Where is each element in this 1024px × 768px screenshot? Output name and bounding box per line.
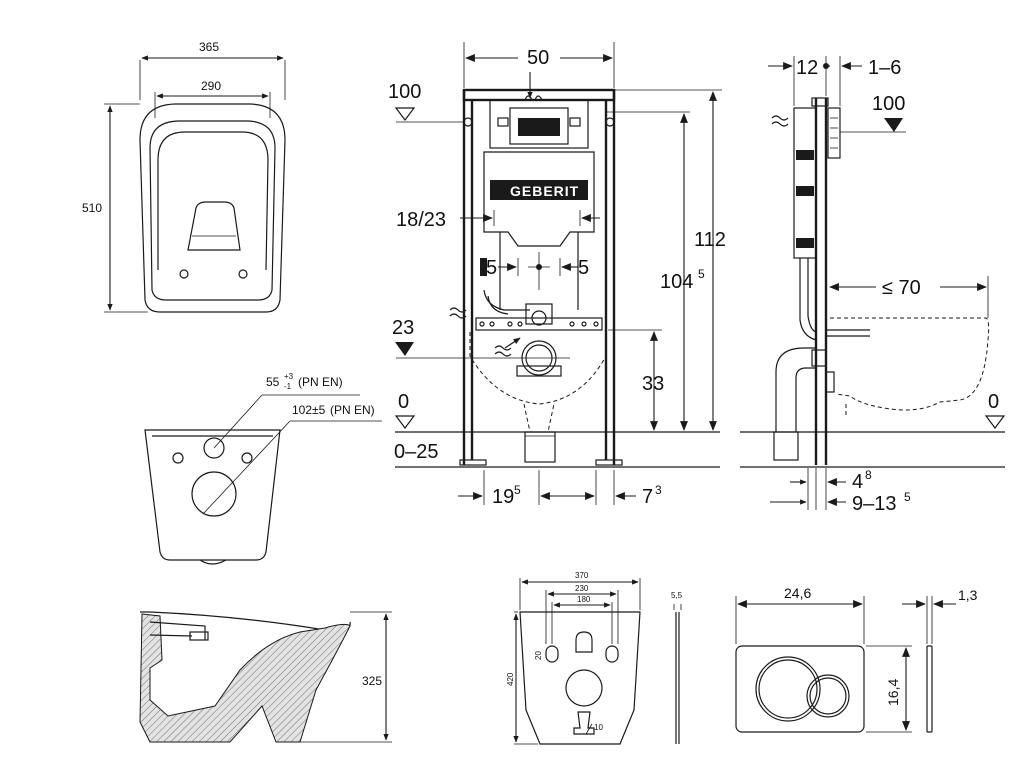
dim-side-height: 325 — [362, 674, 382, 688]
level-inlet-23: 23 — [392, 317, 414, 339]
dim-plate-thickness: 1,3 — [958, 587, 978, 603]
dim-side-offset-b-sup: 5 — [904, 490, 911, 504]
dim-top-width-inner: 290 — [201, 79, 221, 93]
dim-height-total: 112 — [694, 229, 726, 251]
dim-bottom-right-sup: 3 — [655, 483, 662, 497]
geberit-logo-text: GEBERIT — [510, 183, 579, 199]
dim-floor-range: 0–25 — [394, 441, 439, 463]
dim-height-main-sup: 5 — [698, 267, 705, 281]
level-side-top-100: 100 — [872, 93, 905, 115]
dim-height-main: 104 — [660, 271, 693, 293]
dim-frame-width: 50 — [527, 47, 549, 69]
dim-side-depth: 12 — [796, 57, 818, 79]
dim-mat-height: 420 — [506, 672, 515, 686]
dim-mat-hole-b: 10 — [594, 723, 603, 732]
dim-plate-height: 16,4 — [885, 679, 901, 706]
dim-outlet-large-std: (PN EN) — [330, 403, 375, 417]
level-floor-0: 0 — [398, 391, 409, 413]
frame-side-view: 12 1–6 100 ≤ 70 0 4 8 9–13 5 — [740, 56, 1006, 515]
dim-mat-width-inner: 180 — [577, 595, 591, 604]
level-side-floor-0: 0 — [988, 391, 999, 413]
dim-mat-width-outer: 370 — [575, 571, 589, 580]
dim-bottom-right: 7 — [642, 486, 653, 508]
insulation-mat: 370 230 180 420 20 10 5,5 — [506, 571, 683, 745]
dim-outlet-small-tol-plus: +3 — [284, 372, 294, 381]
dim-side-wall-range: 1–6 — [868, 57, 901, 79]
dim-side-projection: ≤ 70 — [882, 277, 921, 299]
dim-offset-left: 5 — [486, 257, 497, 279]
dim-outlet-large: 102±5 — [292, 403, 326, 417]
toilet-top-view: 365 290 510 — [82, 40, 286, 313]
dim-mat-hole-a: 20 — [534, 651, 543, 660]
dim-top-length: 510 — [82, 201, 102, 215]
dim-bottom-left-sup: 5 — [514, 483, 521, 497]
level-top-100: 100 — [388, 81, 421, 103]
dim-bottom-left: 19 — [492, 486, 514, 508]
dim-outlet-height: 33 — [642, 373, 664, 395]
dim-outlet-small-tol-minus: -1 — [284, 382, 292, 391]
flush-plate: 24,6 16,4 1,3 — [735, 585, 978, 733]
toilet-rear-view: 55 +3 -1 (PN EN) 102±5 (PN EN) — [144, 372, 382, 565]
dim-side-offset-a: 4 — [852, 471, 863, 493]
dim-plate-width: 24,6 — [784, 585, 811, 601]
dim-offset-right: 5 — [578, 257, 589, 279]
dim-mat-thickness: 5,5 — [671, 591, 683, 600]
dim-side-offset-b: 9–13 — [852, 493, 897, 515]
dim-spacing: 18/23 — [396, 209, 446, 231]
dim-mat-width-mid: 230 — [575, 584, 589, 593]
frame-front-view: GEBERIT — [388, 42, 726, 508]
dim-side-offset-a-sup: 8 — [865, 468, 872, 482]
dim-top-width-outer: 365 — [199, 40, 219, 54]
dim-outlet-small: 55 — [266, 375, 280, 389]
dim-outlet-small-std: (PN EN) — [298, 375, 343, 389]
toilet-side-section: 325 — [139, 611, 392, 743]
